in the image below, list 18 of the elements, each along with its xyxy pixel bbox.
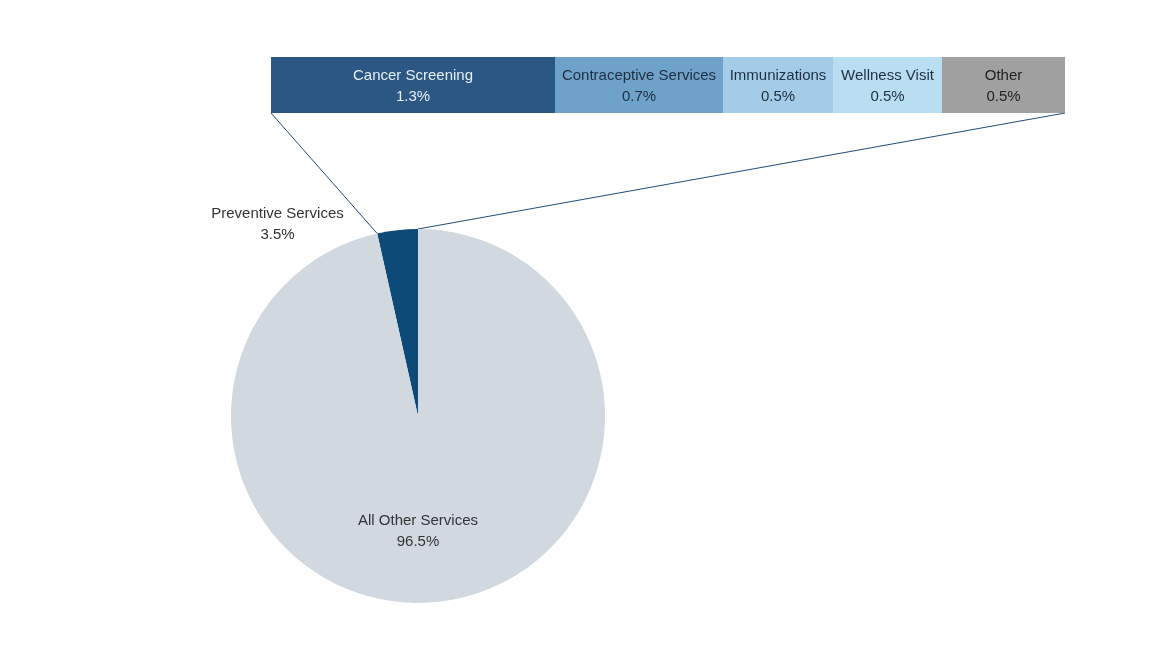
percent-label: 0.5% [760,86,796,106]
leader-line [270,112,378,234]
category-label: Contraceptive Services [561,65,717,85]
percent-label: 1.3% [395,86,431,106]
percent-label: 0.5% [986,86,1021,106]
category-label: Cancer Screening [352,65,474,85]
bar-segment [833,57,942,113]
bar-segment [555,57,723,113]
category-label: Wellness Visit [841,65,934,85]
percent-label: 0.5% [870,86,905,106]
slice-label: Preventive Services 3.5% [210,203,345,244]
percent-label: 0.7% [621,86,657,106]
bar-segment [942,57,1065,113]
bar-segment [723,57,833,113]
slice-label: All Other Services 96.5% [356,510,479,551]
category-label: Immunizations [729,65,827,85]
bar-segment [271,57,555,113]
category-label: Other [984,65,1023,85]
